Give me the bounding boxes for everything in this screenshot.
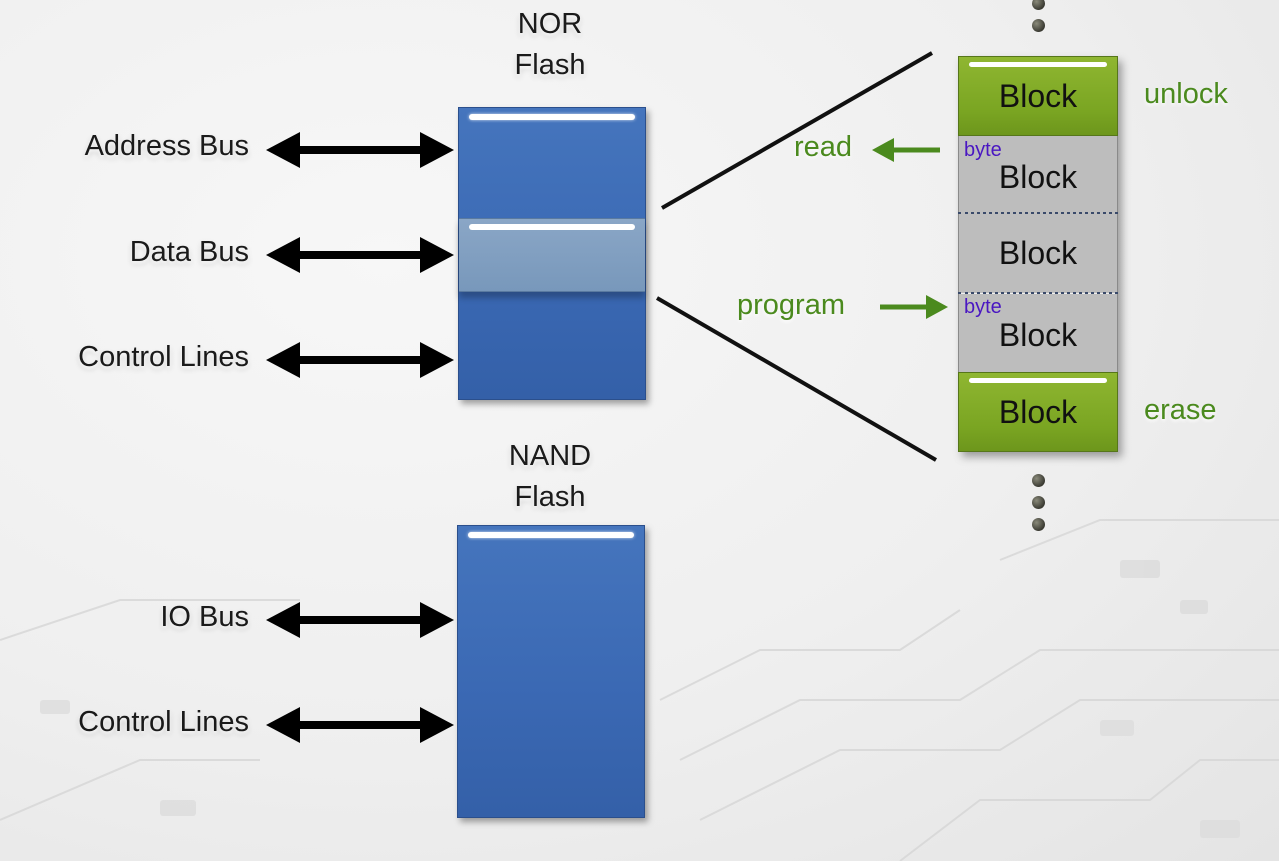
nor-flash-highlighted-region (459, 218, 645, 292)
byte-label: byte (964, 139, 1002, 161)
nand-flash-chip (457, 525, 645, 818)
block-label: Block (998, 393, 1078, 430)
nor-signal-data-bus: Data Bus (129, 236, 249, 268)
op-read: read (794, 131, 853, 163)
program-arrow-icon (880, 295, 948, 319)
block-divider (958, 212, 1118, 215)
address-bus-double-arrow-icon (266, 132, 454, 168)
nor-flash-title: NOR Flash (470, 4, 630, 86)
block-read: byte Block (958, 136, 1118, 214)
block-label: Block (998, 158, 1078, 195)
nor-signal-address-bus: Address Bus (84, 130, 249, 162)
block-divider (958, 292, 1118, 295)
byte-label: byte (964, 296, 1002, 318)
bottom-continuation-dots-icon (1032, 474, 1045, 540)
nor-title-line2: Flash (514, 49, 586, 81)
nand-control-lines-double-arrow-icon (266, 707, 454, 743)
nor-control-lines-double-arrow-icon (266, 342, 454, 378)
block-label: Block (998, 77, 1078, 114)
block-stack: Block byte Block Block byte Block Block (958, 56, 1118, 452)
block-middle: Block (958, 214, 1118, 293)
data-bus-double-arrow-icon (266, 237, 454, 273)
nor-title-line1: NOR (517, 8, 583, 40)
block-unlock: Block (958, 56, 1118, 136)
io-bus-double-arrow-icon (266, 602, 454, 638)
block-erase: Block (958, 372, 1118, 452)
block-label: Block (998, 235, 1078, 271)
nand-title-line2: Flash (514, 481, 586, 513)
op-unlock: unlock (1144, 78, 1228, 110)
block-program: byte Block (958, 294, 1118, 372)
block-label: Block (998, 316, 1078, 353)
nand-signal-io-bus: IO Bus (160, 601, 249, 633)
nand-title-line1: NAND (508, 440, 592, 472)
nor-signal-control-lines: Control Lines (78, 341, 249, 373)
nand-flash-title: NAND Flash (470, 436, 630, 518)
op-erase: erase (1144, 394, 1217, 426)
read-arrow-icon (872, 138, 940, 162)
top-continuation-dots-icon (1032, 0, 1045, 41)
op-program: program (737, 289, 845, 321)
nand-signal-control-lines: Control Lines (78, 706, 249, 738)
